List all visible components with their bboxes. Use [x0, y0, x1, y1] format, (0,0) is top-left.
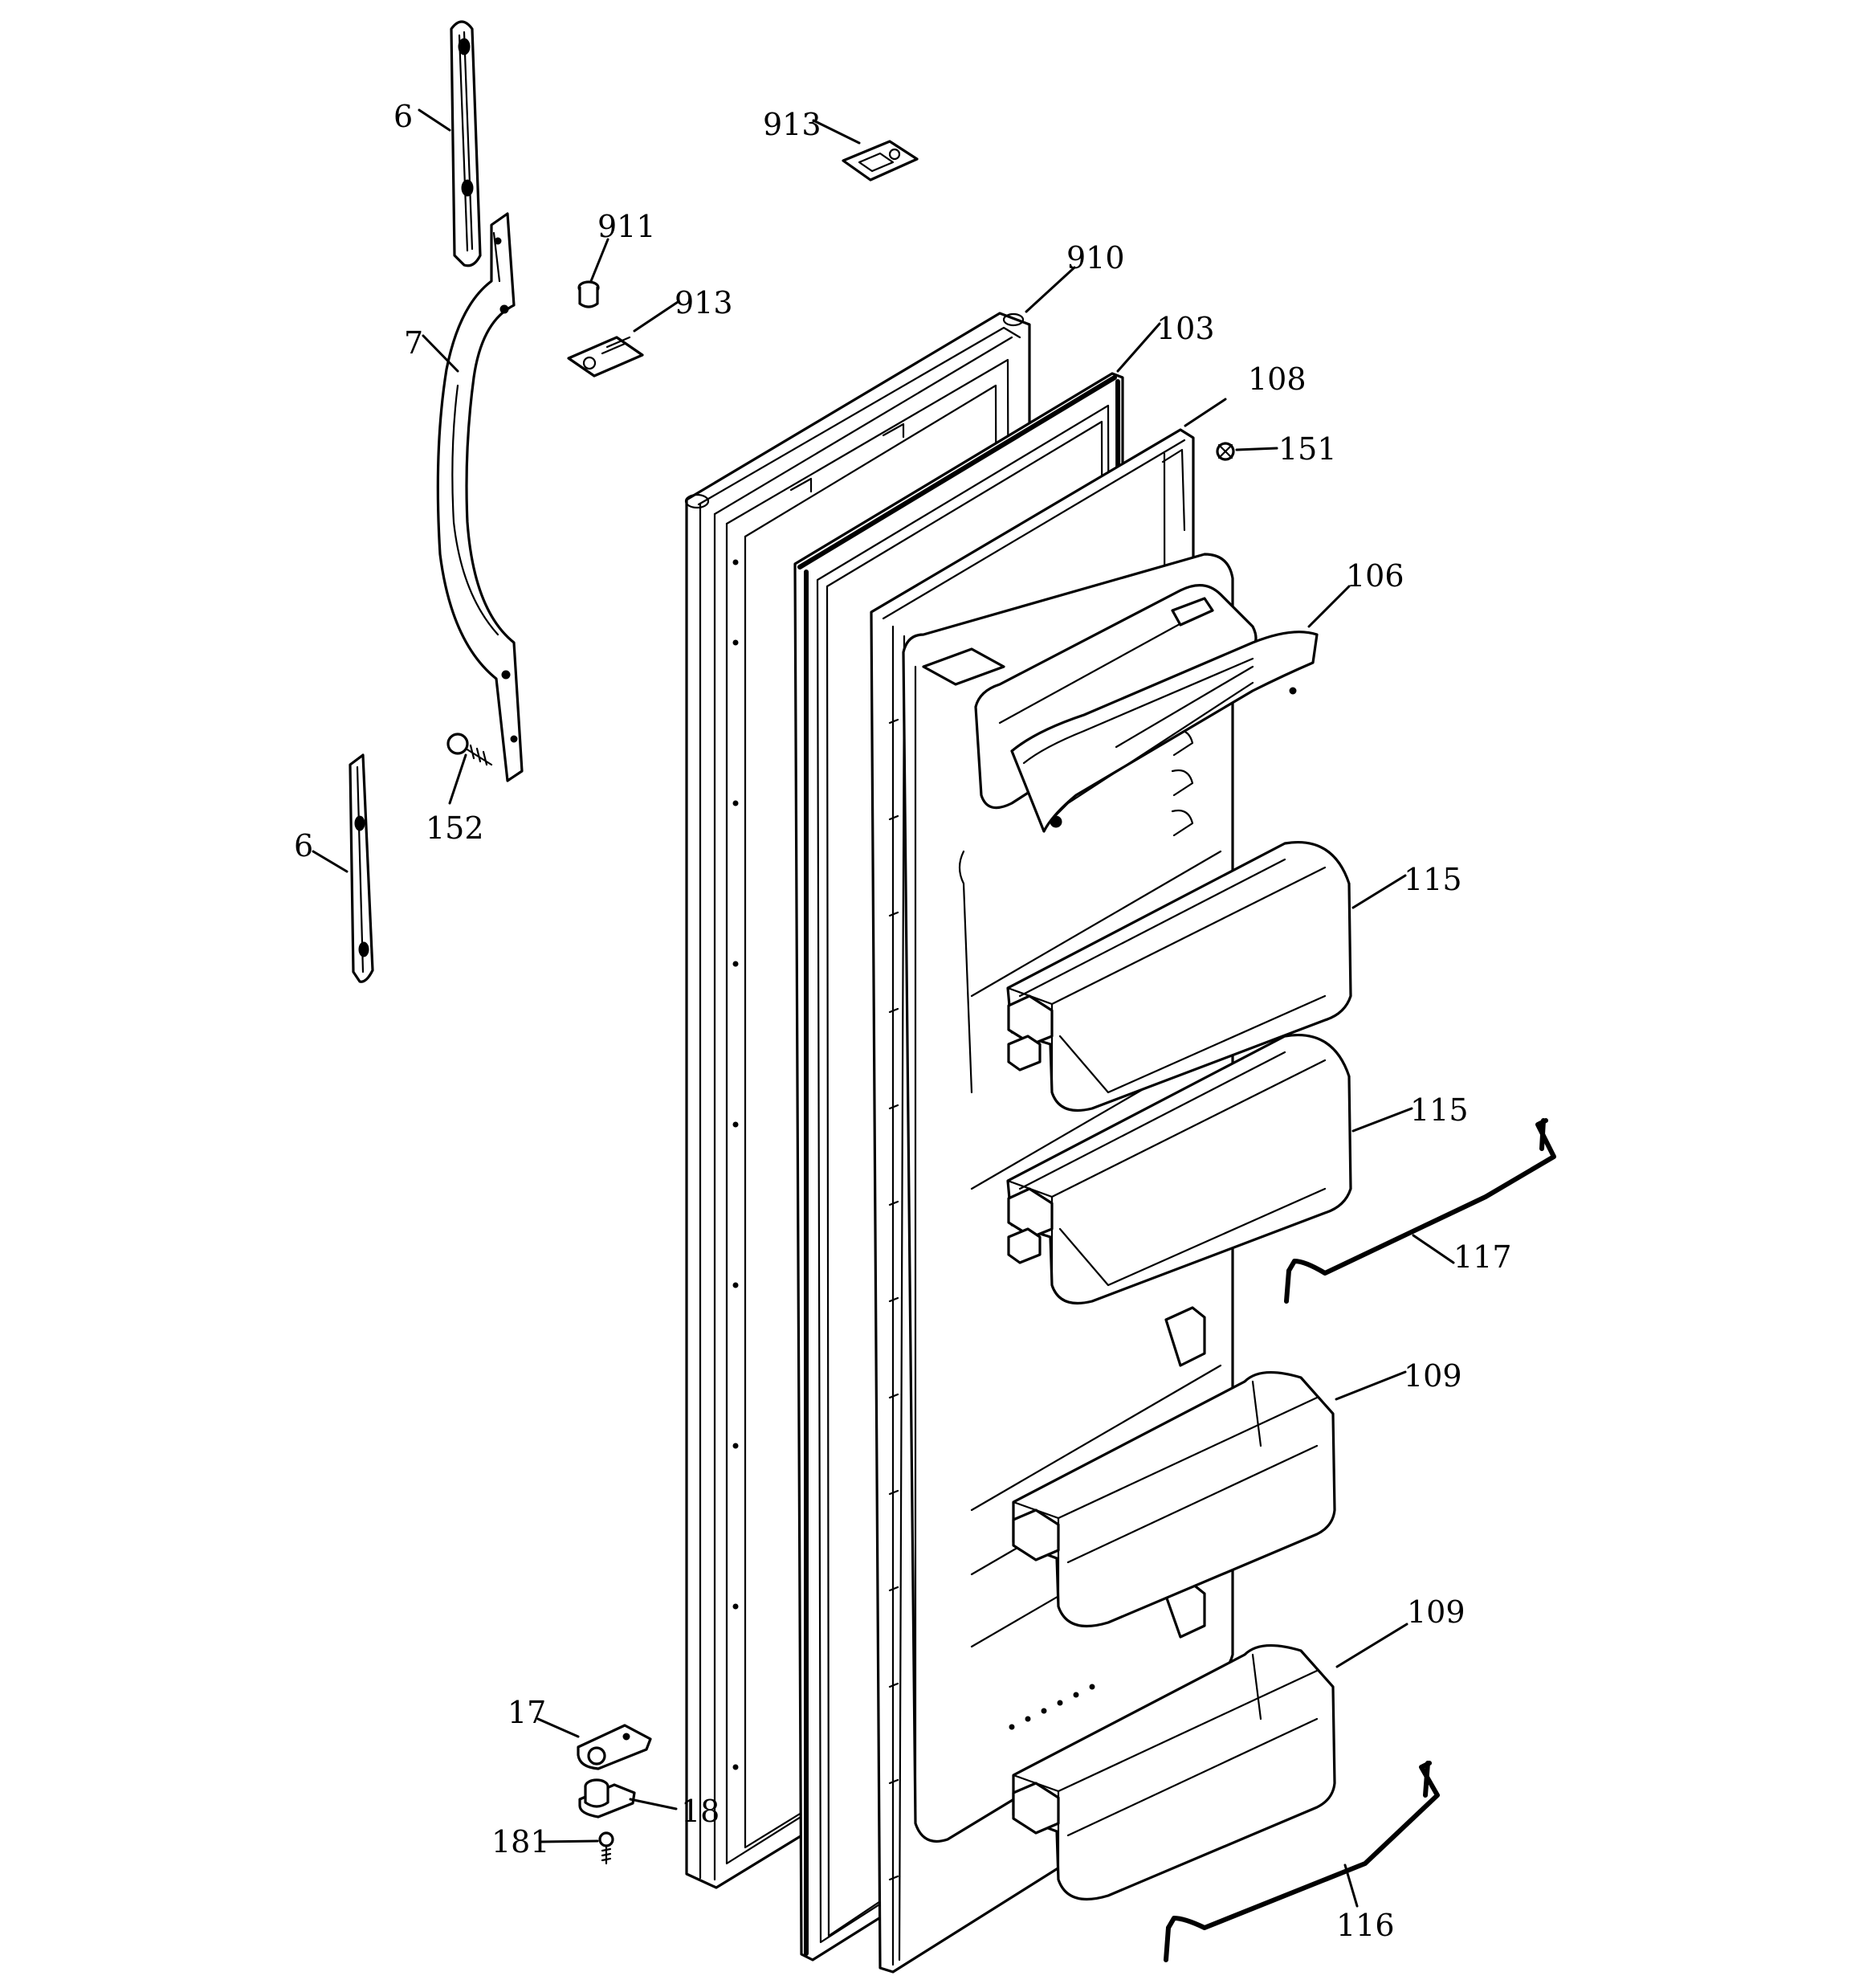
handle-trim-bottom [349, 753, 374, 983]
door-bin-115-top [1006, 841, 1352, 1112]
callout-18: 18 [681, 1794, 720, 1829]
handle-trim-top [450, 20, 482, 267]
dairy-compartment-106 [974, 584, 1319, 833]
callout-106: 106 [1346, 558, 1404, 594]
outer-door-rivets [732, 559, 739, 1770]
callout-6-bottom: 6 [294, 828, 313, 863]
door-bin-109-bottom [1012, 1643, 1336, 1901]
screw-181 [598, 1831, 614, 1865]
hinge-17 [577, 1724, 652, 1770]
screw-151 [1216, 442, 1235, 461]
door-bin-115-bottom [1006, 1034, 1352, 1305]
hinge-pin-18 [578, 1778, 636, 1819]
liner-edge-notches [888, 718, 899, 1881]
callout-117: 117 [1453, 1239, 1512, 1275]
liner-perforations [1009, 1684, 1095, 1730]
bin-trim-116 [1164, 1761, 1440, 1962]
callout-115-bottom: 115 [1410, 1092, 1469, 1128]
callout-913-top: 913 [763, 107, 821, 142]
door-handle [436, 212, 524, 782]
hinge-cover-913-top [842, 140, 919, 182]
callout-17: 17 [508, 1695, 546, 1730]
callout-7: 7 [404, 325, 423, 361]
callout-151: 151 [1278, 431, 1337, 467]
callout-109-top: 109 [1404, 1358, 1462, 1394]
door-bin-109-top [1012, 1370, 1336, 1628]
screw-152 [446, 733, 493, 766]
callout-116: 116 [1336, 1908, 1395, 1943]
callout-labels: 6 913 911 913 910 7 103 108 151 106 152 … [294, 99, 1512, 1943]
callout-6-top: 6 [393, 99, 413, 134]
callout-108: 108 [1248, 361, 1307, 397]
callout-910: 910 [1066, 240, 1125, 276]
hinge-cover-913-mid [567, 336, 644, 378]
bin-trim-117 [1284, 1118, 1556, 1304]
callout-913-mid: 913 [675, 285, 733, 320]
callout-911: 911 [597, 209, 656, 244]
leader-lines [312, 108, 1455, 1908]
callout-103: 103 [1156, 311, 1215, 346]
callout-109-bottom: 109 [1407, 1594, 1466, 1630]
callout-181: 181 [491, 1824, 550, 1859]
callout-152: 152 [426, 810, 484, 846]
callout-115-top: 115 [1404, 862, 1462, 897]
plug-911 [577, 280, 600, 308]
